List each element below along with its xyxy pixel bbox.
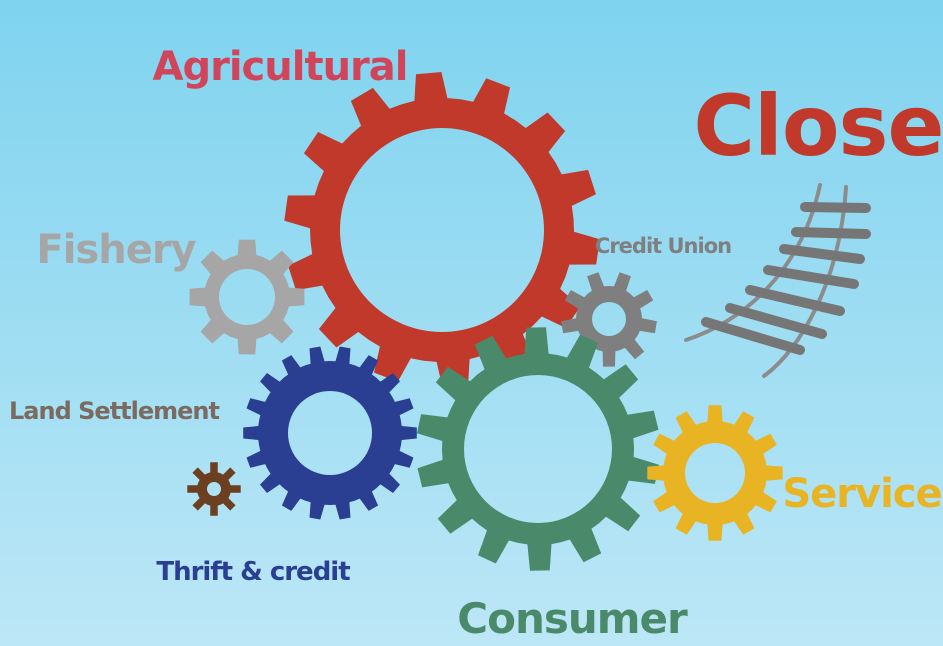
label-agricultural: Agricultural — [153, 44, 408, 90]
railway-track-icon — [684, 183, 871, 378]
label-thrift-credit: Thrift & credit — [156, 557, 350, 587]
gear-body — [284, 72, 600, 388]
small-brown-gear-icon — [187, 462, 241, 516]
consumer-gear-icon — [417, 327, 659, 571]
label-credit-union: Credit Union — [595, 234, 731, 258]
label-land-settlement: Land Settlement — [9, 397, 219, 425]
label-fishery: Fishery — [36, 227, 196, 273]
label-service: Service — [782, 471, 941, 517]
fishery-gear-icon — [189, 239, 305, 355]
gear-body — [187, 462, 241, 516]
gear-body — [243, 346, 417, 520]
label-closed: Closed — [693, 77, 943, 175]
service-gear-icon — [647, 405, 783, 541]
gear-body — [647, 405, 783, 541]
label-consumer: Consumer — [457, 594, 688, 643]
agricultural-gear-icon — [284, 72, 600, 388]
thrift-credit-gear-icon — [243, 346, 417, 520]
gear-body — [417, 327, 659, 571]
gear-body — [189, 239, 305, 355]
